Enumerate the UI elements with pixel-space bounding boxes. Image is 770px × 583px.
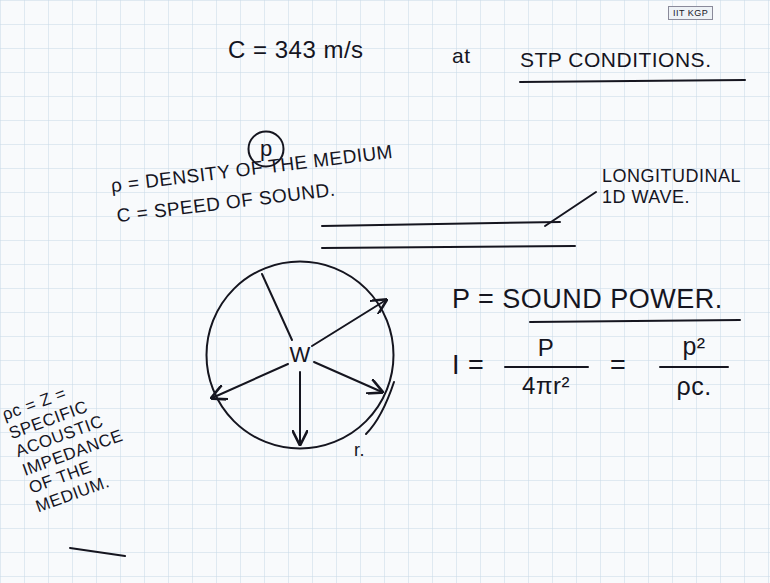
- fraction-term: P: [538, 334, 555, 362]
- equation: P = SOUND POWER.: [452, 284, 723, 315]
- underline: [530, 320, 740, 322]
- source-sphere: W: [205, 260, 395, 450]
- fraction-bar: [505, 366, 588, 368]
- radius-label: r.: [354, 440, 365, 461]
- logo-text: IIT KGP: [668, 6, 713, 20]
- fraction-bar: [660, 366, 728, 368]
- fraction-term: p²: [682, 332, 705, 361]
- radial-arrow: [299, 372, 301, 444]
- note-text: at: [452, 44, 471, 68]
- fraction-term: ρc.: [676, 372, 711, 401]
- wave-line: [322, 222, 560, 226]
- radial-arrow: [212, 364, 288, 398]
- underline: [520, 80, 745, 82]
- fraction-term: 4πr²: [522, 372, 570, 400]
- leader-line: [545, 192, 596, 226]
- leader-line: [366, 382, 394, 434]
- radius-line: [262, 274, 292, 340]
- equation: =: [610, 350, 626, 381]
- radial-arrow: [314, 362, 382, 392]
- circled-symbol: p: [247, 130, 285, 168]
- wave-label: LONGITUDINAL 1D WAVE.: [602, 166, 752, 207]
- underline: [70, 548, 125, 556]
- wave-line: [322, 246, 575, 248]
- node-text: p: [260, 136, 272, 162]
- equation: C = 343 m/s: [228, 36, 364, 64]
- note-text: STP CONDITIONS.: [520, 48, 711, 72]
- radial-arrow: [312, 300, 386, 346]
- node-text: W: [290, 342, 311, 368]
- equation: I =: [452, 350, 484, 381]
